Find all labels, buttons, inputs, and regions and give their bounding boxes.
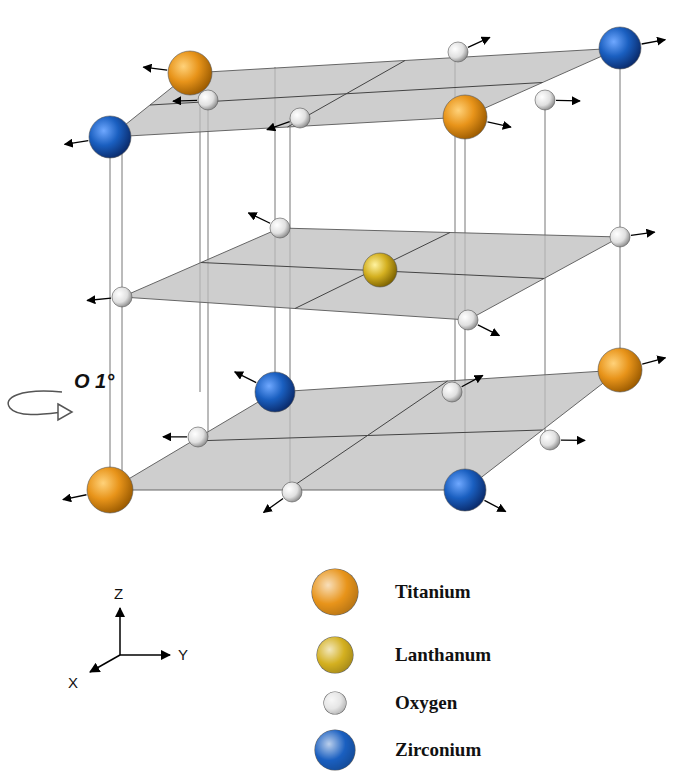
atomic-plane — [122, 228, 620, 320]
displacement-arrow — [487, 122, 510, 127]
atom — [112, 287, 132, 307]
rotation-arrow — [8, 391, 62, 414]
atom — [198, 90, 218, 110]
atom — [89, 116, 131, 158]
lattice-line — [620, 48, 621, 370]
axes — [90, 608, 170, 672]
displacement-arrow — [642, 358, 665, 364]
atom — [255, 372, 295, 412]
atom — [443, 95, 487, 139]
displacement-arrow — [468, 37, 490, 47]
atom — [442, 382, 462, 402]
axis-label: Z — [114, 585, 123, 602]
legend-swatch — [317, 637, 353, 673]
legend-swatch — [312, 569, 358, 615]
axis-label: Y — [178, 646, 188, 663]
axis-label: X — [68, 674, 78, 691]
atom — [535, 90, 555, 110]
atom — [540, 430, 560, 450]
rotation-label: O 1° — [74, 370, 114, 393]
displacement-arrow — [63, 495, 87, 500]
displacement-arrow — [65, 141, 89, 145]
lattice-lines — [110, 48, 620, 490]
legend-text: Zirconium — [395, 739, 481, 761]
displacement-arrow — [248, 213, 270, 223]
displacement-arrow — [556, 100, 580, 102]
atom — [448, 42, 468, 62]
displacement-arrow — [264, 498, 283, 512]
atom — [282, 482, 302, 502]
displacement-arrow — [561, 439, 585, 441]
x-axis — [90, 655, 120, 672]
atom — [444, 469, 486, 511]
plane-line — [295, 233, 450, 309]
legend-swatch — [324, 692, 346, 714]
atom — [598, 348, 642, 392]
displacement-arrow — [163, 436, 187, 437]
y-axis — [120, 654, 170, 656]
atom — [270, 218, 290, 238]
atom — [290, 108, 310, 128]
displacement-arrow — [642, 40, 666, 44]
lattice-line — [110, 137, 111, 490]
displacement-arrow — [478, 325, 499, 336]
atom — [610, 227, 630, 247]
lattice-line — [122, 137, 123, 490]
legend-text: Lanthanum — [395, 644, 491, 666]
legend-text: Oxygen — [395, 692, 457, 714]
atom — [599, 27, 641, 69]
plane-line — [193, 430, 543, 441]
atom — [458, 310, 478, 330]
atomic-plane — [110, 370, 620, 490]
displacement-arrow — [143, 67, 167, 70]
displacement-arrow — [87, 298, 111, 300]
atoms — [63, 27, 665, 513]
displacement-arrow — [267, 122, 290, 130]
displacement-arrow — [462, 375, 483, 386]
atom — [363, 253, 397, 287]
displacement-arrow — [631, 232, 655, 235]
displacement-arrow — [235, 372, 256, 383]
legend-text: Titanium — [395, 581, 471, 603]
z-axis — [119, 608, 121, 655]
atomic-plane — [110, 48, 620, 137]
legend-swatch — [315, 730, 355, 770]
displacement-arrow — [173, 100, 197, 102]
atom — [87, 467, 133, 513]
rotation-arrow-head — [58, 404, 72, 420]
atom — [168, 51, 212, 95]
atom — [188, 427, 208, 447]
displacement-arrow — [484, 500, 505, 511]
